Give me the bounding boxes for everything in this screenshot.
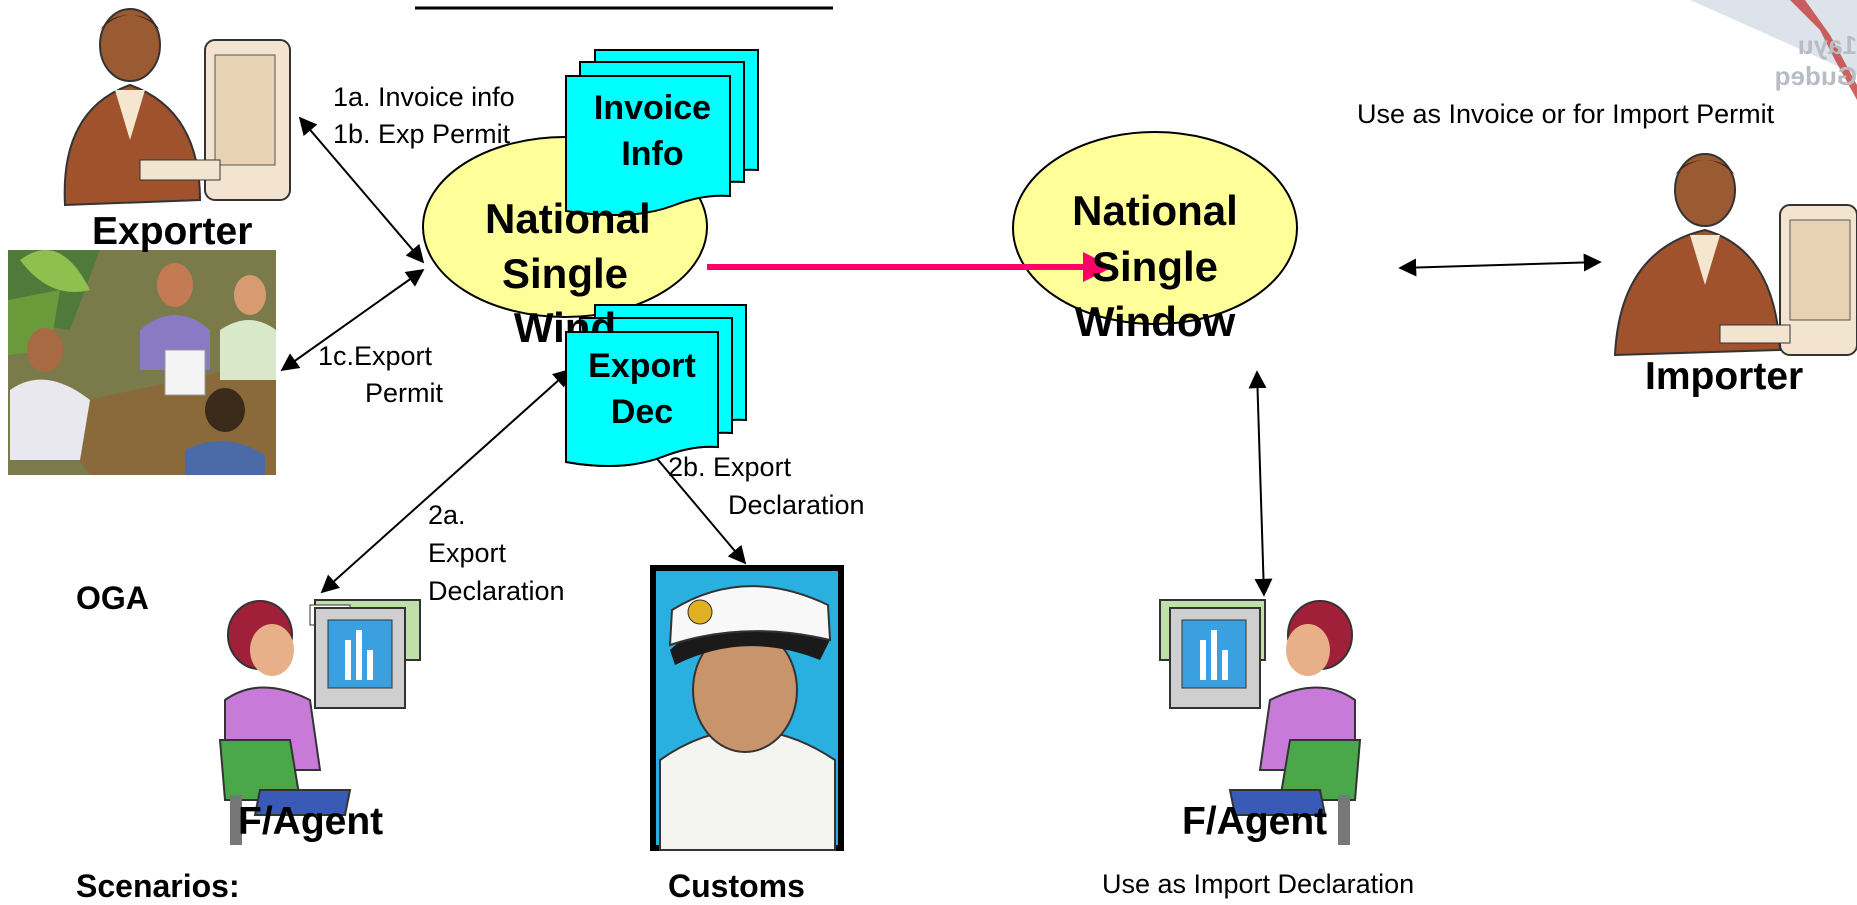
exporter-label: Exporter: [92, 210, 253, 253]
nsw-right-line-3: Window: [1074, 298, 1236, 345]
nsw-importer-arrow: [1398, 253, 1602, 277]
flow-label-2a-line-3: Declaration: [428, 576, 565, 606]
fagent-right-label: F/Agent: [1182, 800, 1328, 843]
customs-officer-figure: [650, 565, 844, 851]
agent-use-note: Use as Import Declaration: [1102, 869, 1415, 899]
importer-label: Importer: [1645, 355, 1804, 398]
customs-label: Customs: [668, 868, 805, 904]
flow-label-1c-line-1: 1c.Export: [318, 341, 433, 371]
exporter-nsw-arrow: [298, 116, 425, 264]
fagent-right-figure: [1159, 599, 1362, 845]
invoice-document-stack: [565, 49, 759, 216]
watermark-logo: [1690, 0, 1857, 100]
nsw-fagent-right-arrow: [1248, 370, 1273, 597]
fagent-left-label: F/Agent: [238, 800, 384, 843]
oga-nsw-arrow: [280, 268, 425, 372]
exporter-figure: [63, 8, 291, 207]
nsw-right-line-2: Single: [1091, 243, 1219, 290]
export-dec-doc-line-1: Export: [588, 347, 696, 385]
fagent-left-figure: [218, 599, 421, 845]
flow-label-1c-line-2: Permit: [365, 378, 444, 408]
flow-label-1a: 1a. Invoice info: [333, 82, 515, 112]
fagent-left-nsw-arrow: [320, 368, 572, 594]
importer-use-note: Use as Invoice or for Import Permit: [1357, 99, 1775, 129]
export-dec-doc-line-2: Dec: [610, 393, 674, 431]
flow-label-2a-line-2: Export: [428, 538, 507, 568]
invoice-doc-line-1: Invoice: [593, 89, 712, 127]
flow-label-2b-line-2: Declaration: [728, 490, 865, 520]
importer-figure: [1613, 153, 1857, 357]
oga-meeting-figure: [8, 250, 276, 475]
scenarios-heading: Scenarios:: [76, 868, 240, 904]
invoice-doc-line-2: Info: [621, 135, 684, 173]
flow-label-2a-line-1: 2a.: [428, 500, 466, 530]
flow-label-1b: 1b. Exp Permit: [333, 119, 511, 149]
flow-label-2b-line-1: 2b. Export: [668, 452, 792, 482]
nsw-left-line-1: National: [485, 195, 651, 242]
nsw-left-line-2: Single: [501, 250, 629, 297]
oga-label: OGA: [76, 580, 149, 616]
doc-to-customs-arrow: [647, 447, 747, 565]
nsw-right-line-1: National: [1072, 187, 1238, 234]
watermark-text: 1ayu Gudeq: [1774, 30, 1857, 91]
